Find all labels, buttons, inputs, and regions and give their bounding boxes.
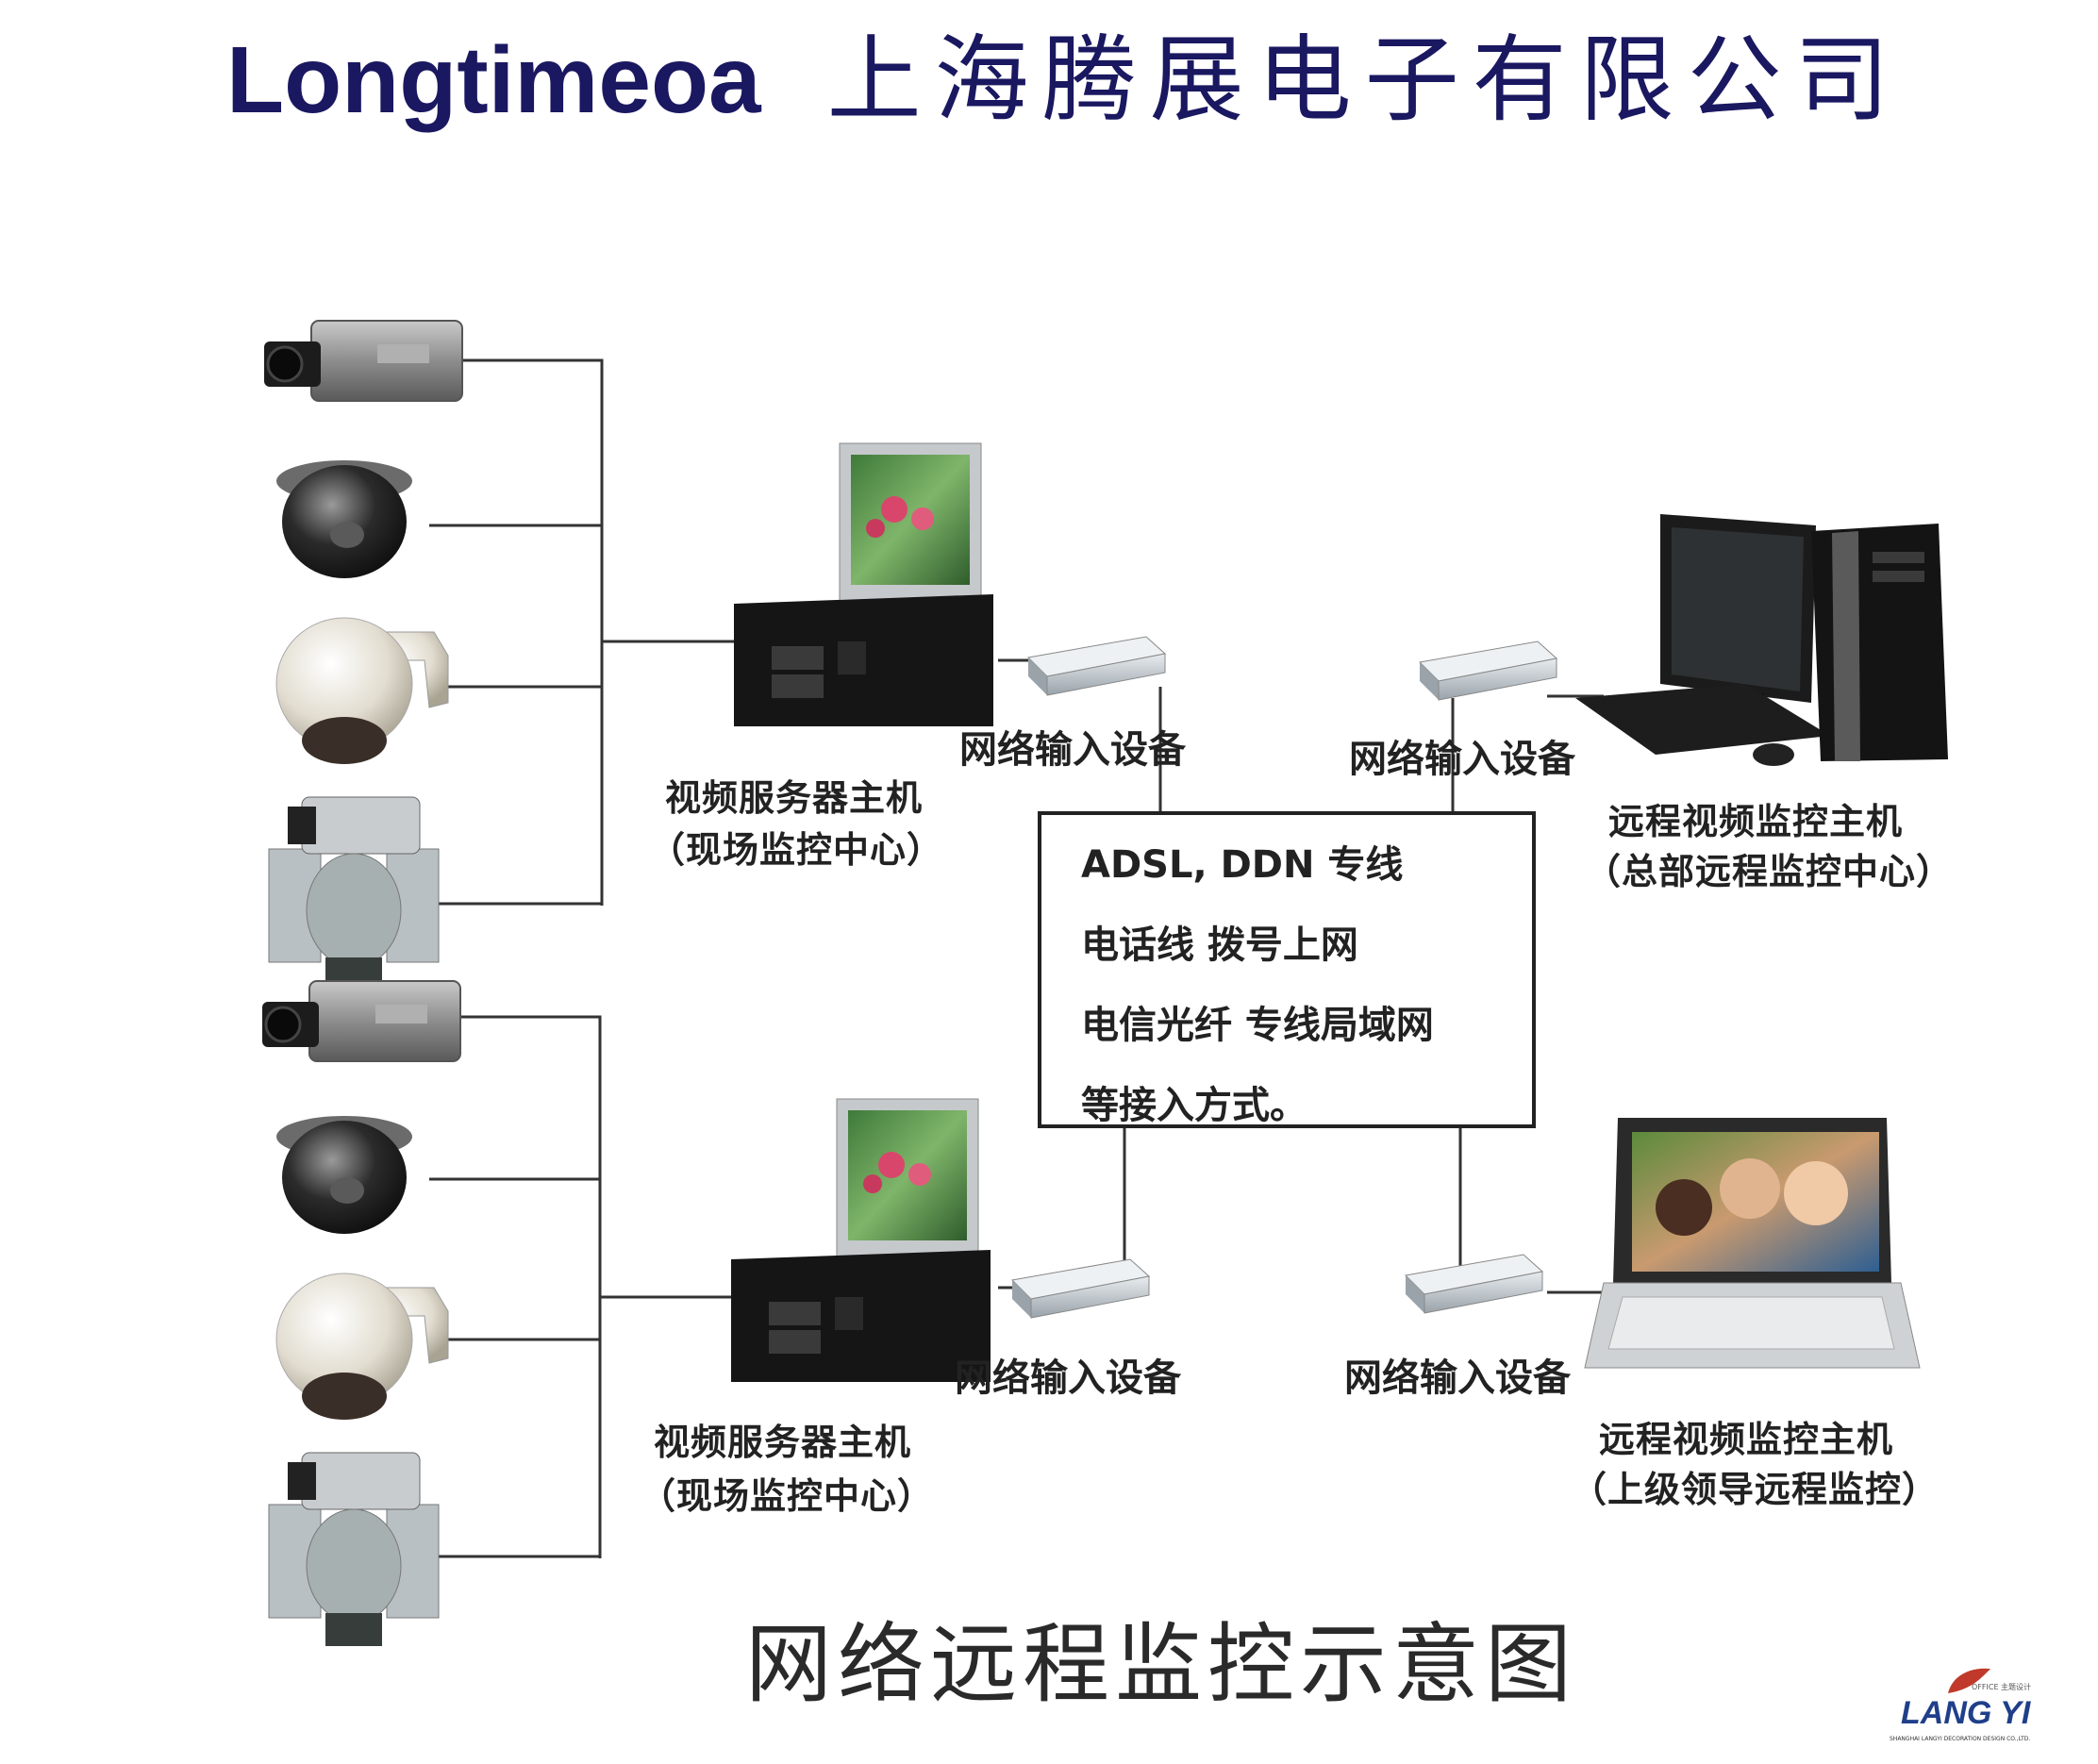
network-device-icon: [1028, 637, 1165, 695]
svg-text:SHANGHAI LANGYI DECORATION DES: SHANGHAI LANGYI DECORATION DESIGN CO.,LT…: [1890, 1736, 2030, 1742]
network-device-icon: [1012, 1259, 1149, 1318]
server-label-bottom: 视频服务器主机: [654, 1413, 911, 1465]
box-camera-icon: [262, 981, 460, 1061]
video-server-icon: [731, 1099, 991, 1382]
laptop-icon: [1585, 1118, 1920, 1368]
network-device-label-top-left: 网络输入设备: [959, 719, 1186, 774]
video-server-icon: [734, 443, 993, 726]
network-device-icon: [1420, 641, 1557, 700]
server-label-top: 视频服务器主机: [665, 769, 923, 821]
access-method-line: ADSL, DDN 专线: [1081, 834, 1403, 889]
ptz-dome-camera-icon: [276, 618, 448, 764]
outdoor-camera-icon: [269, 797, 439, 990]
network-device-label-bottom-left: 网络输入设备: [955, 1347, 1181, 1402]
svg-text:OFFICE 主题设计: OFFICE 主题设计: [1972, 1682, 2031, 1691]
diagram-caption: 网络远程监控示意图: [745, 1594, 1577, 1720]
remote-host-label-top: 远程视频监控主机: [1608, 792, 1903, 844]
dome-camera-icon: [276, 1116, 412, 1234]
remote-host-sublabel-top: （总部远程监控中心）: [1585, 842, 1953, 894]
network-device-icon: [1406, 1255, 1542, 1313]
svg-text:LANG YI: LANG YI: [1901, 1695, 2032, 1731]
network-access-box: ADSL, DDN 专线 电话线 拨号上网 电信光纤 专线局域网 等接入方式。: [1038, 811, 1536, 1128]
access-method-line: 电信光纤 专线局域网: [1081, 994, 1434, 1049]
network-device-label-bottom-right: 网络输入设备: [1344, 1347, 1571, 1402]
server-sublabel-top: （现场监控中心）: [649, 821, 943, 873]
dome-camera-icon: [276, 460, 412, 578]
leaf-logo-icon: LANG YI OFFICE 主题设计 SHANGHAI LANGYI DECO…: [1882, 1665, 2085, 1750]
remote-host-label-bottom: 远程视频监控主机: [1599, 1410, 1893, 1462]
server-sublabel-bottom: （现场监控中心）: [640, 1467, 934, 1519]
company-logo: LANG YI OFFICE 主题设计 SHANGHAI LANGYI DECO…: [1882, 1665, 2085, 1750]
remote-host-sublabel-bottom: （上级领导远程监控）: [1571, 1460, 1939, 1512]
network-device-label-top-right: 网络输入设备: [1349, 728, 1575, 783]
desktop-computer-icon: [1575, 514, 1948, 766]
access-method-line: 等接入方式。: [1081, 1074, 1307, 1129]
box-camera-icon: [264, 321, 462, 401]
ptz-dome-camera-icon: [276, 1273, 448, 1420]
access-method-line: 电话线 拨号上网: [1081, 914, 1358, 969]
outdoor-camera-icon: [269, 1453, 439, 1646]
